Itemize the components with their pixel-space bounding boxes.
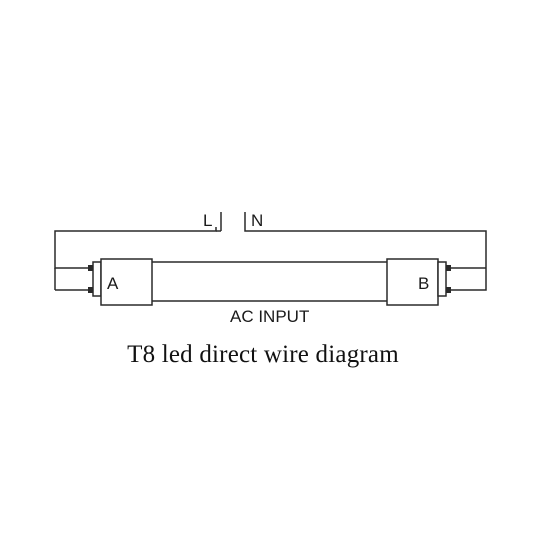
end-cap-a bbox=[100, 258, 153, 306]
diagram-caption: T8 led direct wire diagram bbox=[127, 341, 399, 368]
end-a-label: A bbox=[107, 274, 119, 293]
neutral-wire bbox=[244, 212, 487, 291]
neutral-label: N bbox=[251, 211, 263, 230]
end-b-label: B bbox=[418, 274, 429, 293]
line-wire bbox=[54, 227, 217, 269]
end-cap-b bbox=[386, 258, 439, 306]
line-label: L bbox=[203, 211, 212, 230]
ac-input-label: AC INPUT bbox=[230, 307, 309, 326]
pin-left-block bbox=[92, 261, 102, 297]
pin-right-block bbox=[437, 261, 447, 297]
